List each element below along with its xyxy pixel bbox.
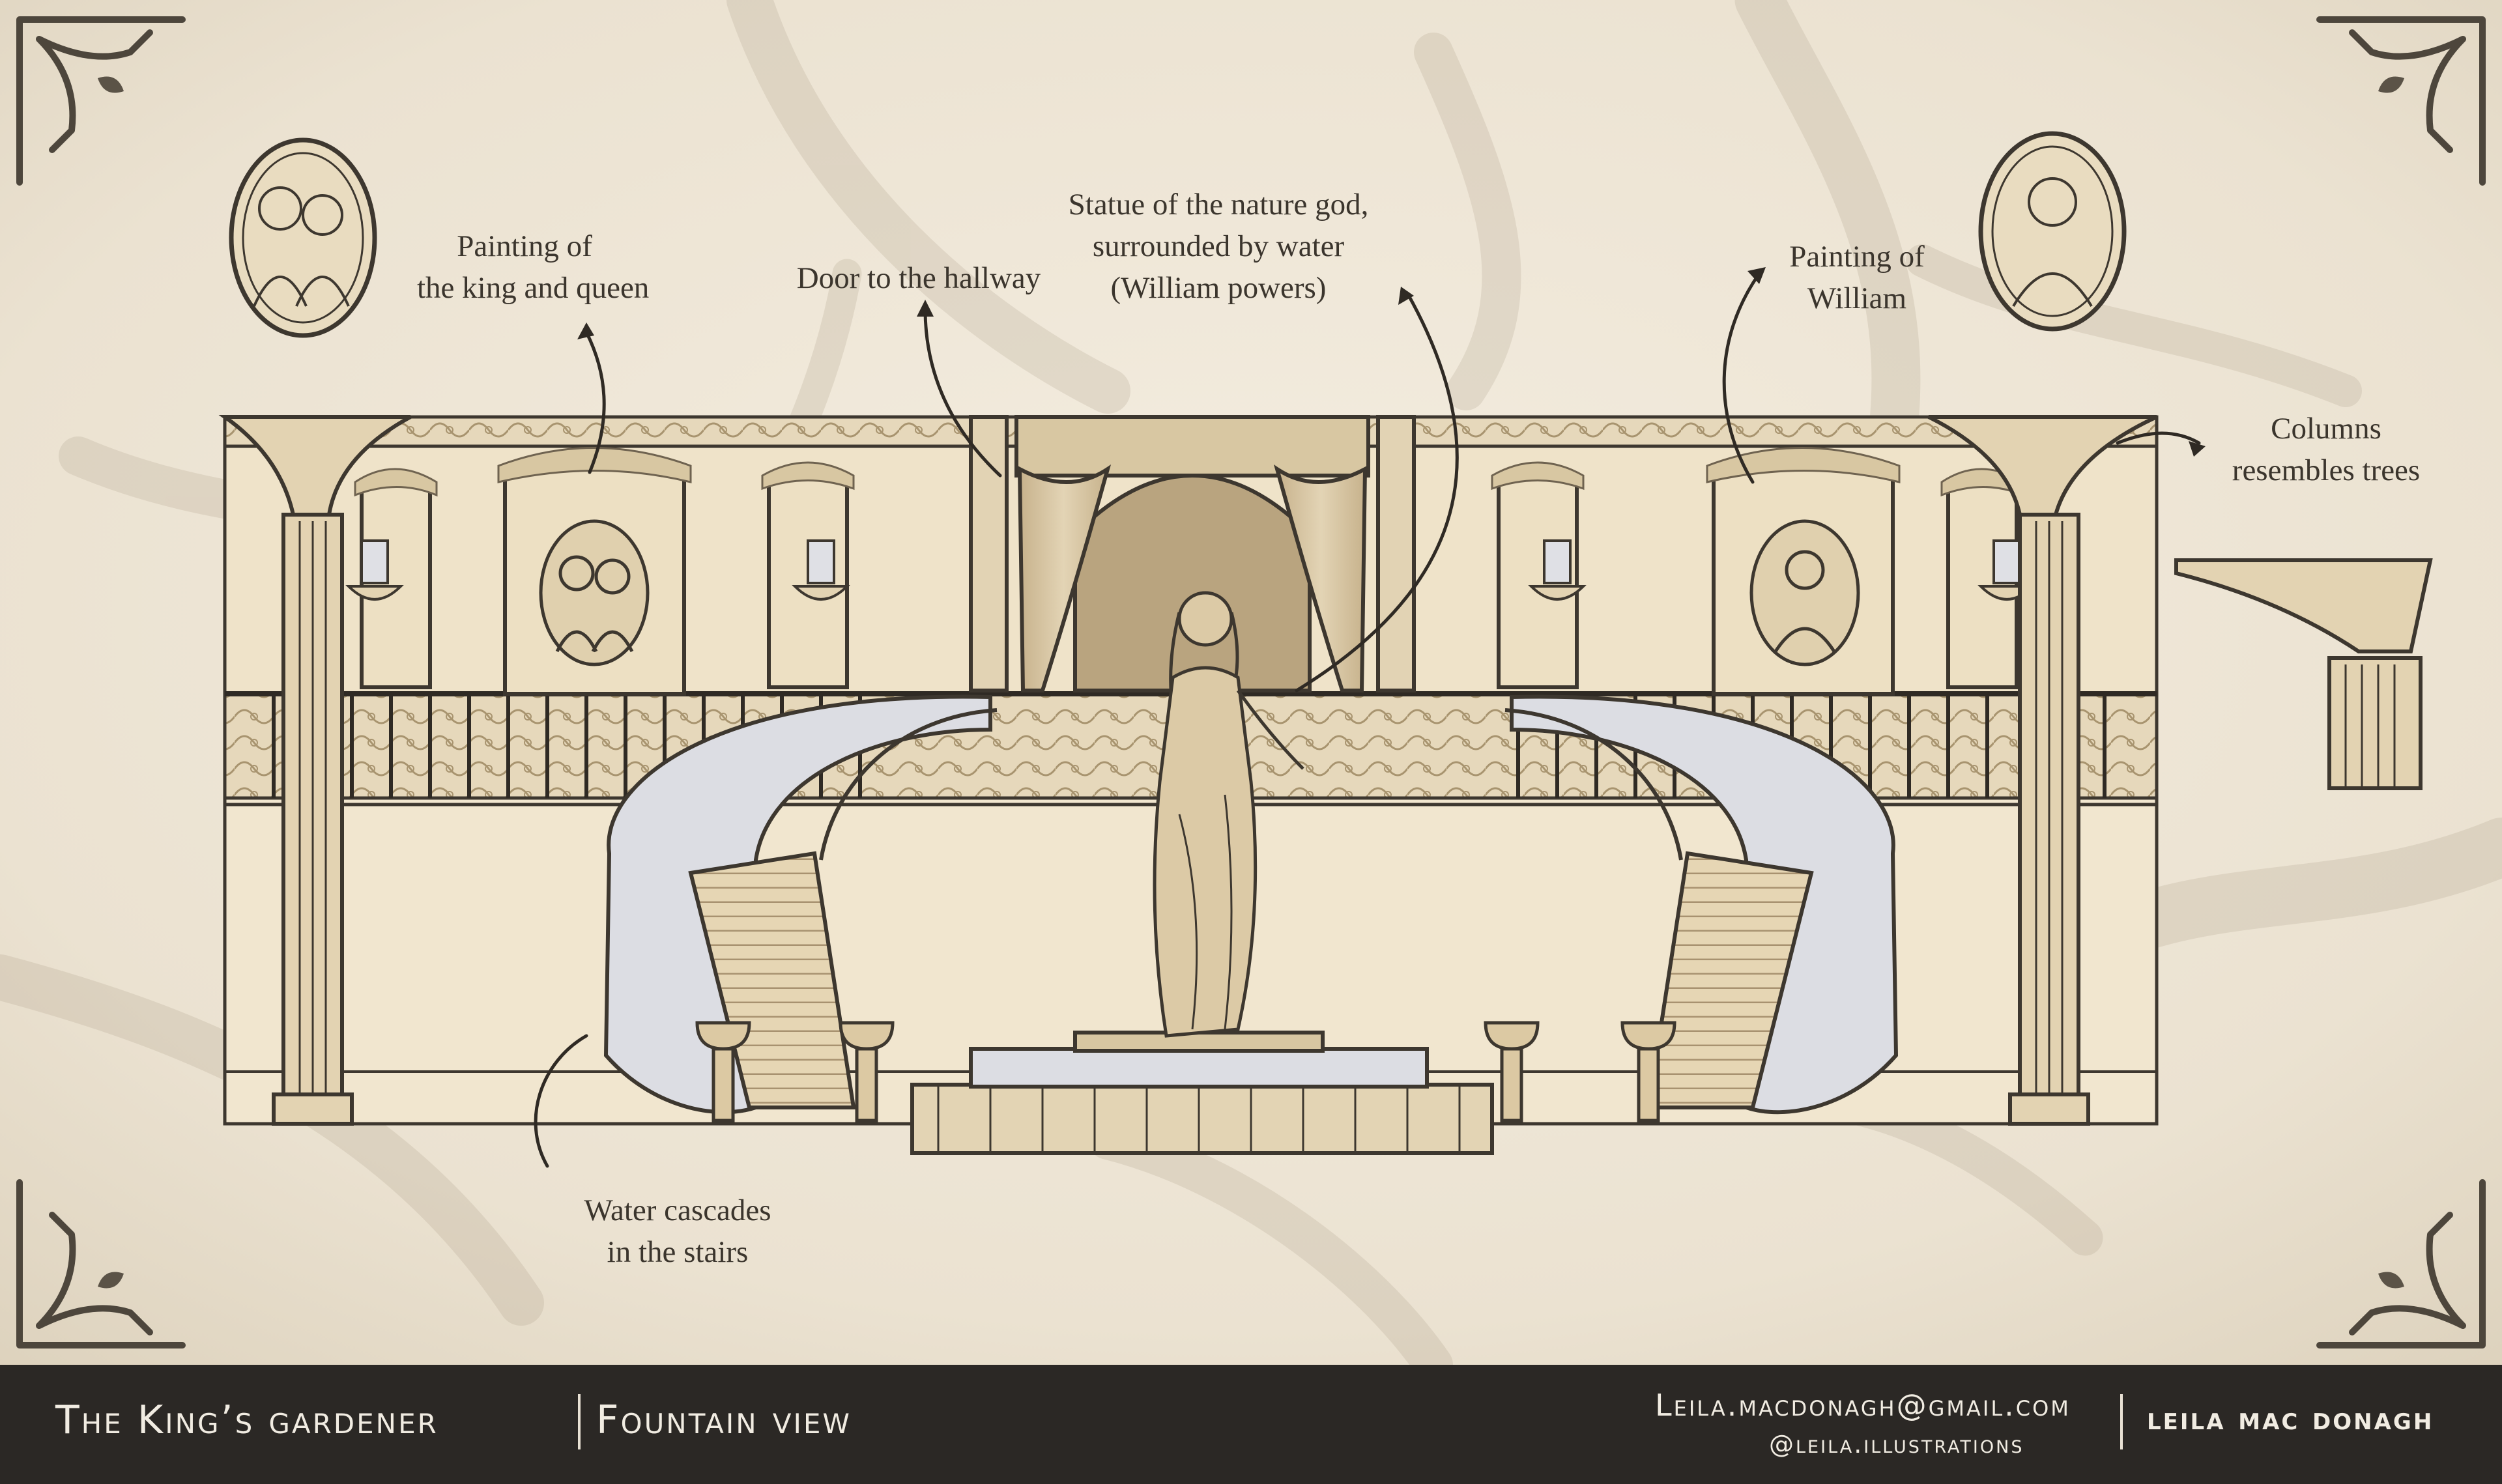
statue-arm (1236, 689, 1304, 770)
label-water-cascades: Water cascades in the stairs (560, 1190, 795, 1273)
fountain-view-illustration (0, 0, 2502, 1365)
right-inner-rail (1504, 708, 1683, 861)
corner-vine-top-right (2316, 16, 2486, 186)
urns (695, 1021, 1676, 1122)
statue-head (1177, 591, 1233, 647)
label-painting-william-line1: Painting of (1789, 240, 1925, 274)
wall-painting-king-queen (539, 519, 650, 666)
wall-painting-william (1749, 519, 1860, 666)
label-door-hallway: Door to the hallway (782, 257, 1056, 299)
door-pillar-right (1376, 415, 1416, 692)
arrow-water (534, 1034, 588, 1168)
left-stair-water (603, 694, 992, 1115)
nature-god-statue (1153, 591, 1304, 1038)
footer-divider-left (578, 1394, 581, 1449)
label-statue-line3: (William powers) (1110, 271, 1327, 305)
corner-vine-bottom-right (2316, 1179, 2486, 1348)
wall-sconces (345, 539, 2036, 601)
hallway-door (969, 415, 1416, 692)
large-painting-king-queen (229, 137, 377, 338)
arrow-columns (2116, 431, 2201, 445)
annotation-arrows (534, 272, 2201, 1168)
label-painting-william-line2: William (1807, 281, 1907, 315)
fountain-basin-lower (910, 1083, 1494, 1155)
curtain-right (1273, 464, 1368, 692)
detail-column-capital (2174, 558, 2433, 653)
column-base-left (272, 1092, 354, 1126)
social-handle: @leila.illustrations (1769, 1430, 2024, 1459)
author-name: leila mac donagh (2147, 1401, 2434, 1437)
left-inner-rail (819, 708, 998, 861)
arrow-statue (1295, 291, 1459, 692)
project-title: The King’s gardener (55, 1397, 439, 1443)
corner-vine-bottom-left (16, 1179, 186, 1348)
label-door-hallway-line1: Door to the hallway (796, 261, 1041, 295)
arrow-king-queen (584, 330, 606, 474)
label-painting-king-queen-line1: Painting of (457, 229, 592, 263)
urn-1 (695, 1021, 751, 1122)
urn-2 (839, 1021, 895, 1122)
detail-column-shaft (2327, 656, 2423, 790)
label-painting-william: Painting of William (1759, 236, 1955, 319)
label-columns-line1: Columns (2271, 412, 2381, 446)
right-stair-water (1510, 694, 1899, 1115)
urn-3 (1484, 1021, 1540, 1122)
column-base-right (2008, 1092, 2090, 1126)
label-water-cascades-line1: Water cascades (584, 1193, 771, 1227)
fountain-basin-upper (969, 1047, 1429, 1089)
tree-columns (218, 415, 2433, 1126)
label-water-cascades-line2: in the stairs (607, 1235, 749, 1269)
urn-4 (1620, 1021, 1676, 1122)
label-statue: Statue of the nature god, surrounded by … (1042, 184, 1394, 309)
curtain-left (1017, 464, 1112, 692)
label-columns-line2: resembles trees (2232, 453, 2421, 487)
corner-vine-decorations (16, 16, 2486, 1348)
label-painting-king-queen: Painting of the king and queen (417, 225, 650, 309)
large-painting-william (1978, 131, 2127, 332)
fountain-basin (910, 1031, 1494, 1155)
footer-divider-right (2120, 1394, 2123, 1449)
label-columns: Columns resembles trees (2209, 408, 2443, 491)
footer-bar: The King’s gardener Fountain view Leila.… (0, 1365, 2502, 1484)
corner-vine-top-left (16, 16, 186, 186)
arrow-door (923, 307, 1002, 478)
door-pillar-left (969, 415, 1009, 692)
door-valance (1014, 415, 1370, 478)
label-statue-line2: surrounded by water (1092, 229, 1345, 263)
frame-vines (354, 447, 2024, 497)
label-painting-king-queen-line2: the king and queen (417, 271, 650, 305)
view-title: Fountain view (596, 1397, 852, 1443)
arrow-heads (577, 267, 2206, 457)
contact-email: Leila.macdonagh@gmail.com (1655, 1388, 2071, 1423)
door-opening (1073, 474, 1312, 692)
label-statue-line1: Statue of the nature god, (1068, 188, 1369, 221)
wall-frame-4 (1497, 477, 1579, 689)
statue-body (1153, 666, 1258, 1038)
statue-pedestal (1073, 1031, 1325, 1053)
arrow-william (1722, 272, 1761, 484)
